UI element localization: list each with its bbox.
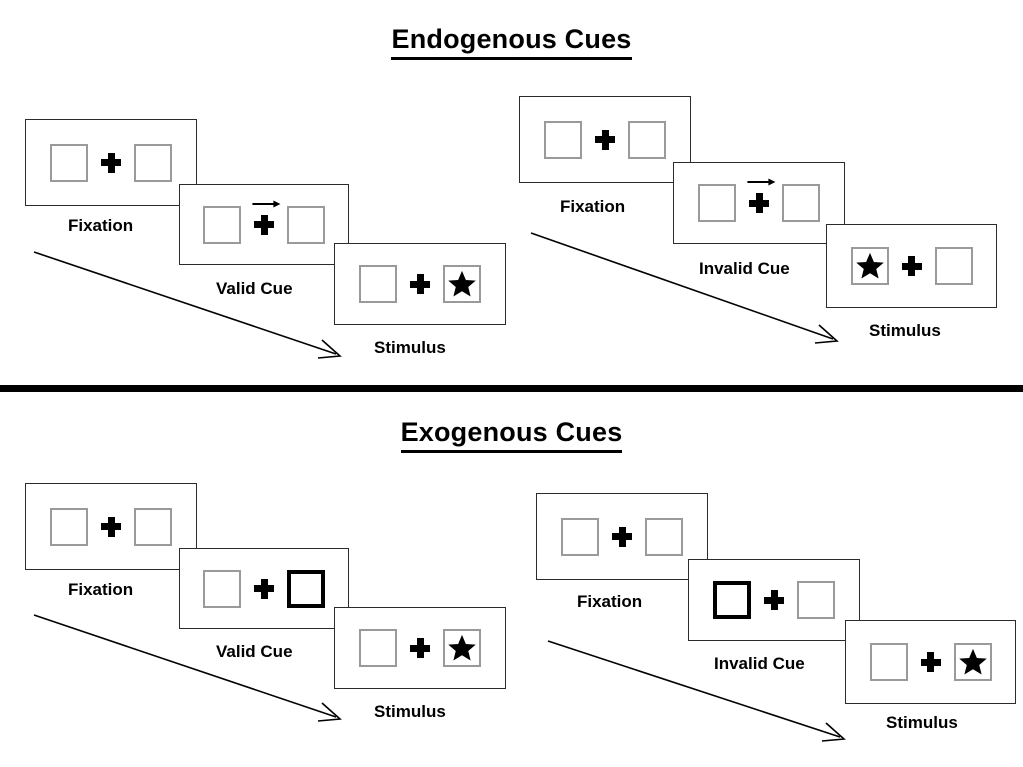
left-box [50, 143, 88, 182]
right-box [953, 643, 992, 681]
time-arrow-exogenous-invalid [547, 640, 846, 742]
left-box [203, 205, 241, 244]
trial-frame-endogenous-invalid-cue [673, 162, 845, 244]
right-box [287, 205, 325, 244]
star-target-icon [448, 634, 476, 661]
left-box [869, 643, 908, 681]
right-box [645, 517, 683, 556]
right-box [443, 265, 481, 303]
caption-endogenous-valid-stimulus: Stimulus [374, 338, 446, 357]
trial-frame-exogenous-valid-stimulus [334, 607, 506, 689]
fixation-cross-icon [410, 638, 430, 658]
right-box [443, 629, 481, 667]
left-box [203, 569, 241, 608]
right-box [628, 120, 666, 159]
fixation-cross-icon [920, 652, 941, 672]
fixation-region [88, 504, 134, 550]
trial-frame-exogenous-invalid-fixation [536, 493, 708, 580]
frame-content [180, 185, 348, 264]
fixation-cross-icon [901, 256, 922, 276]
left-box [359, 629, 397, 667]
fixation-region [88, 140, 134, 186]
time-arrow-exogenous-valid [33, 614, 342, 722]
trial-frame-endogenous-invalid-stimulus [826, 224, 997, 308]
caption-exogenous-invalid-stimulus: Stimulus [886, 713, 958, 732]
frame-content [520, 97, 690, 182]
trial-frame-exogenous-invalid-cue [688, 559, 860, 641]
section-title-exogenous-text: Exogenous Cues [400, 417, 623, 453]
section-title-endogenous-text: Endogenous Cues [391, 24, 632, 60]
fixation-region [241, 200, 287, 248]
section-title-endogenous: Endogenous Cues [0, 24, 1023, 60]
frame-content [335, 244, 505, 324]
frame-content [674, 163, 844, 243]
caption-exogenous-valid-cue: Valid Cue [216, 642, 293, 661]
caption-exogenous-valid-fixation: Fixation [68, 580, 134, 599]
star-target-icon [958, 648, 987, 675]
star-target-icon [448, 270, 476, 297]
fixation-region [889, 243, 935, 289]
caption-endogenous-invalid-fixation: Fixation [560, 197, 626, 216]
fixation-region [751, 577, 797, 623]
trial-frame-endogenous-valid-fixation [25, 119, 197, 206]
right-box [934, 247, 973, 285]
trial-frame-endogenous-valid-cue [179, 184, 349, 265]
trial-frame-exogenous-valid-fixation [25, 483, 197, 570]
fixation-cross-icon [764, 590, 784, 610]
frame-content [335, 608, 505, 688]
right-box [134, 143, 172, 182]
rightward-arrow-cue-icon [252, 200, 281, 207]
fixation-cross-icon [410, 274, 430, 294]
fixation-cross-icon [101, 516, 121, 537]
trial-frame-endogenous-invalid-fixation [519, 96, 691, 183]
trial-frame-exogenous-invalid-stimulus [845, 620, 1016, 704]
fixation-cross-icon [101, 152, 121, 173]
fixation-region [736, 178, 782, 226]
fixation-region [241, 566, 287, 612]
caption-exogenous-valid-stimulus: Stimulus [374, 702, 446, 721]
right-box [134, 507, 172, 546]
fixation-cross-icon [595, 129, 615, 150]
trial-frame-endogenous-valid-stimulus [334, 243, 506, 325]
caption-endogenous-valid-fixation: Fixation [68, 216, 134, 235]
left-box [698, 184, 736, 222]
section-divider [0, 385, 1023, 392]
fixation-region [599, 514, 645, 560]
right-box-cued [287, 569, 325, 608]
right-box [782, 184, 820, 222]
fixation-region [908, 639, 954, 685]
caption-endogenous-valid-cue: Valid Cue [216, 279, 293, 298]
left-box [561, 517, 599, 556]
time-arrow-endogenous-invalid [530, 232, 839, 344]
caption-exogenous-invalid-cue: Invalid Cue [714, 654, 805, 673]
left-box [50, 507, 88, 546]
frame-content [689, 560, 859, 640]
left-box [850, 247, 889, 285]
fixation-cross-icon [749, 193, 769, 213]
frame-content [827, 225, 996, 307]
fixation-cross-icon [612, 526, 632, 547]
caption-exogenous-invalid-fixation: Fixation [577, 592, 643, 611]
section-title-exogenous: Exogenous Cues [0, 417, 1023, 453]
caption-endogenous-invalid-cue: Invalid Cue [699, 259, 790, 278]
frame-content [537, 494, 707, 579]
fixation-cross-icon [254, 214, 274, 235]
star-target-icon [855, 252, 884, 279]
left-box [544, 120, 582, 159]
left-box-cued [713, 581, 751, 619]
fixation-region [582, 117, 628, 163]
frame-content [846, 621, 1015, 703]
rightward-arrow-cue-icon [747, 178, 776, 186]
caption-endogenous-invalid-stimulus: Stimulus [869, 321, 941, 340]
right-box [797, 581, 835, 619]
left-box [359, 265, 397, 303]
trial-frame-exogenous-valid-cue [179, 548, 349, 629]
time-arrow-endogenous-valid [33, 251, 342, 359]
frame-content [26, 484, 196, 569]
fixation-region [397, 261, 443, 307]
fixation-cross-icon [254, 578, 274, 599]
frame-content [26, 120, 196, 205]
fixation-region [397, 625, 443, 671]
frame-content [180, 549, 348, 628]
